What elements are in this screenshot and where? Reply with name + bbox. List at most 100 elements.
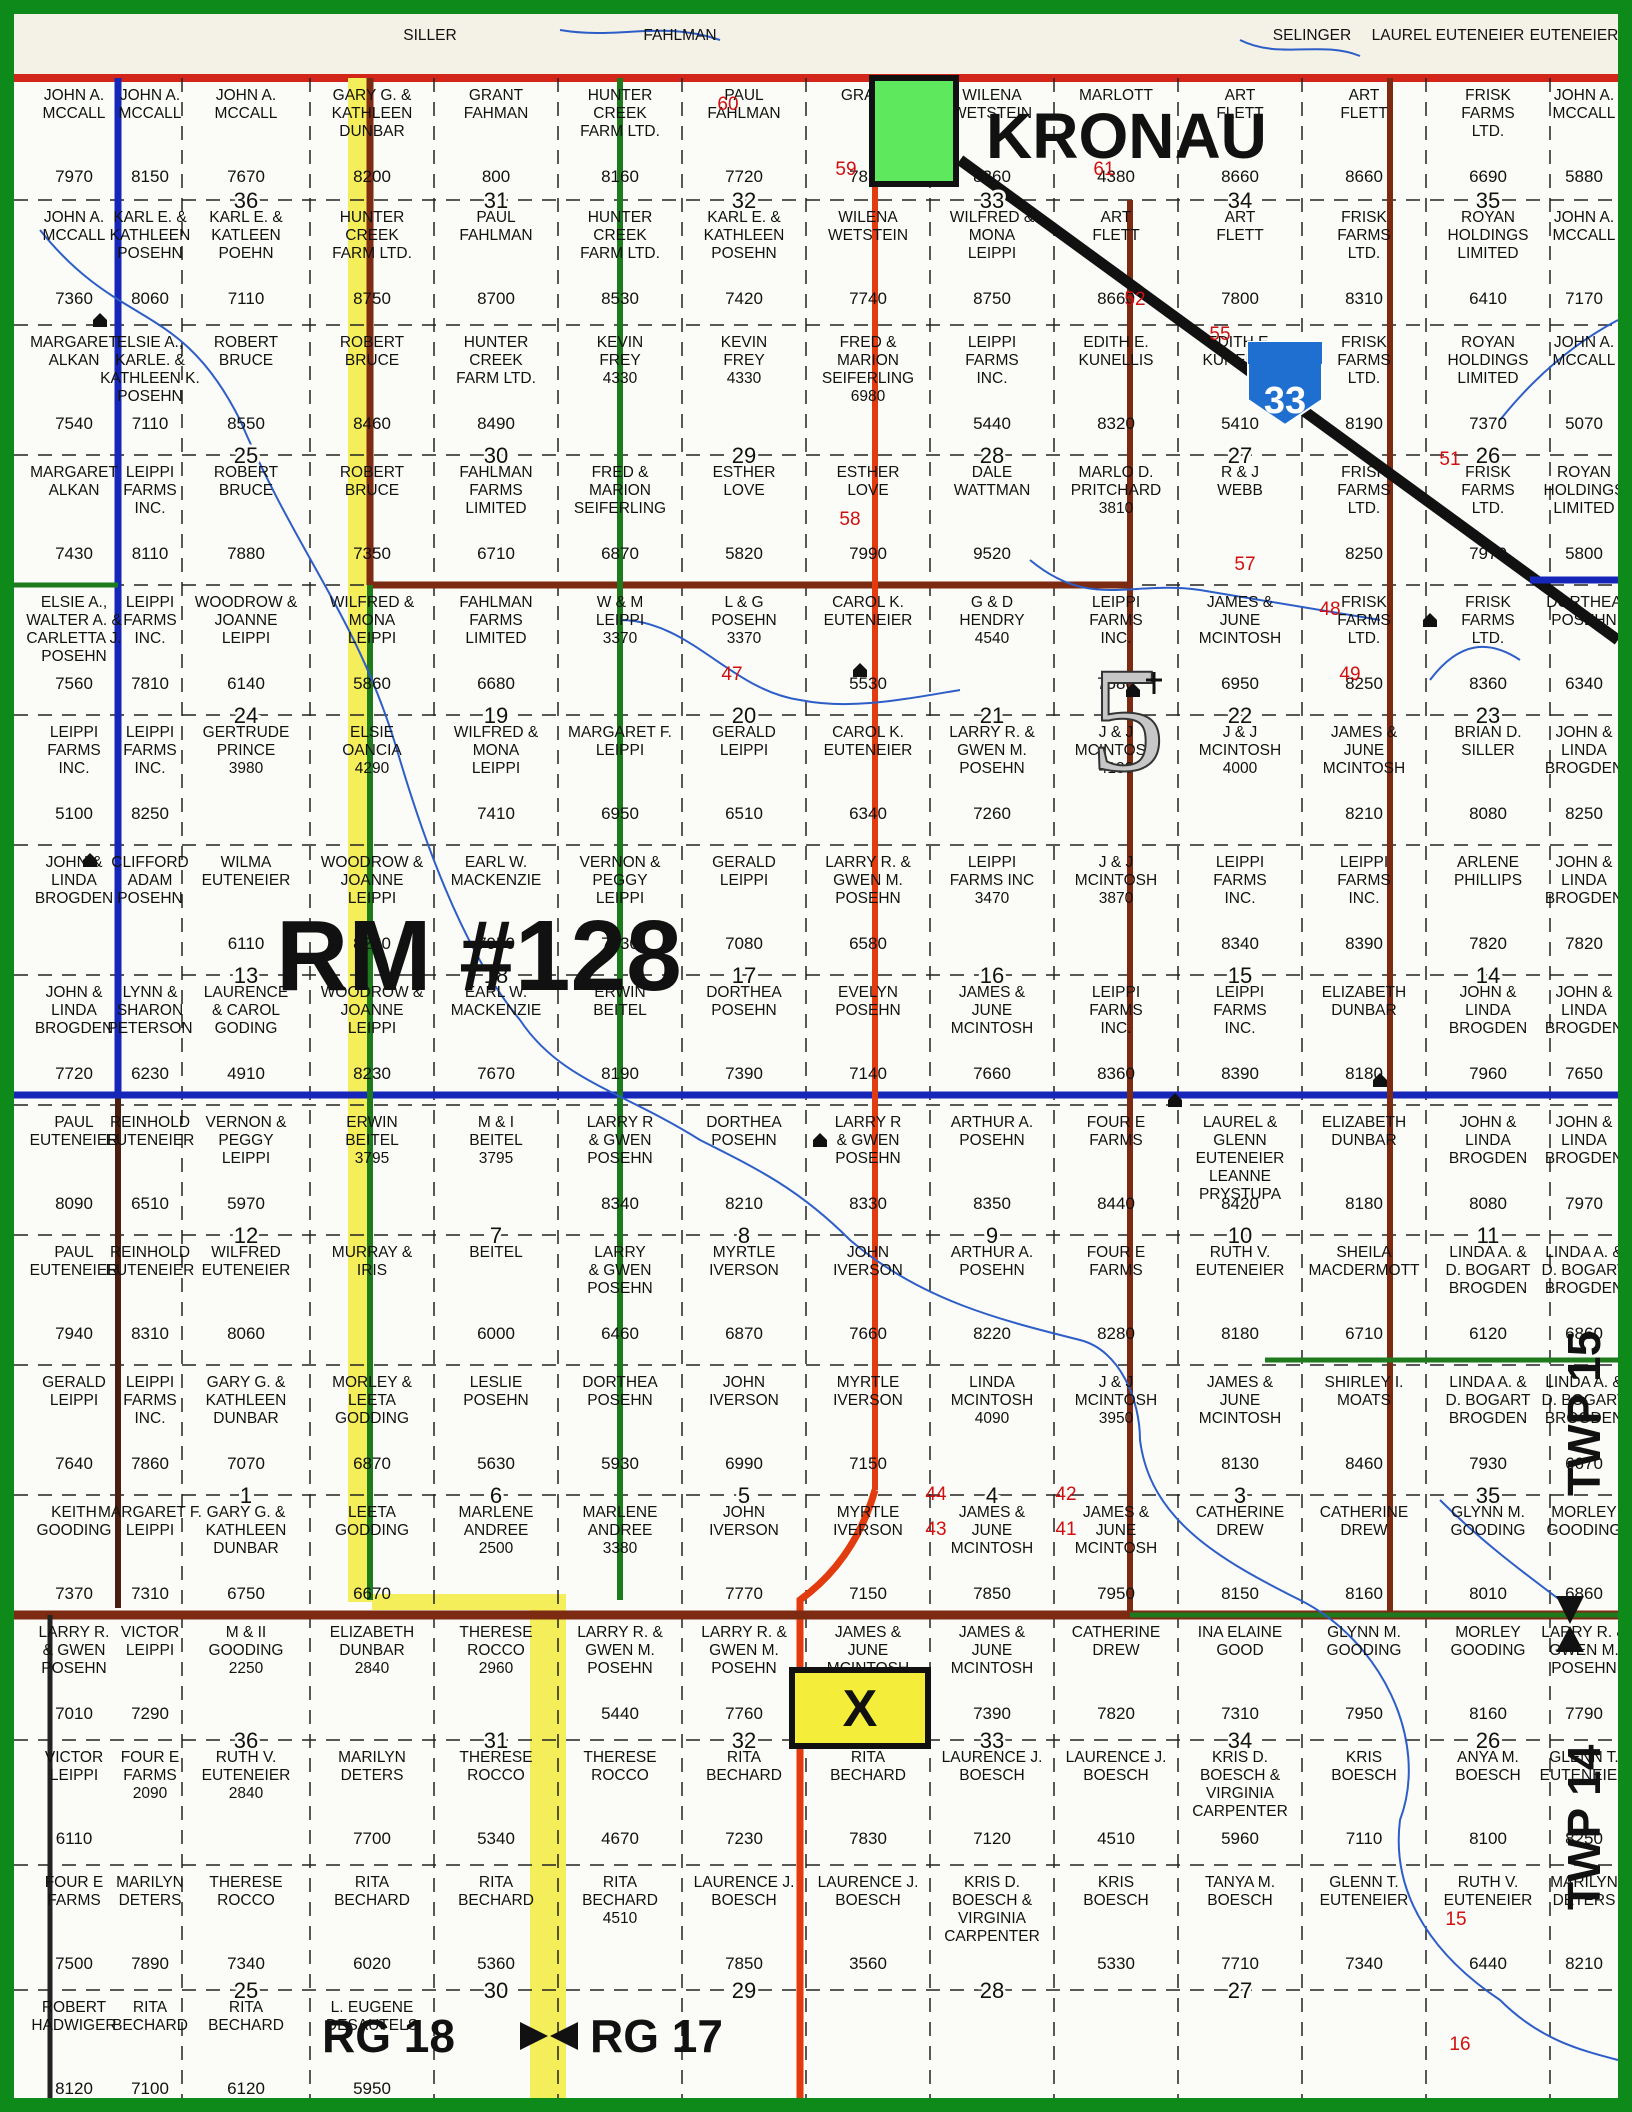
parcel-owner-name: FARM LTD. — [332, 245, 412, 262]
parcel-owner-name: 3795 — [479, 1150, 513, 1167]
parcel-acreage: 8250 — [1565, 804, 1603, 823]
parcel-owner-name: LARRY R. & — [949, 724, 1035, 741]
parcel-owner-name: PEGGY — [218, 1132, 273, 1149]
parcel-owner-name: VERNON & — [580, 854, 662, 871]
parcel-owner-name: SEIFERLING — [822, 370, 914, 387]
parcel-owner-name: EDITH E. — [1083, 334, 1148, 351]
road-number: 59 — [835, 159, 856, 180]
parcel-owner-name: MARGARET F. — [98, 1504, 202, 1521]
parcel-owner-name: VIRGINIA — [1206, 1785, 1275, 1802]
section-number: 25 — [234, 443, 258, 468]
parcel-owner-name: BOESCH — [711, 1892, 776, 1909]
parcel-owner-name: SHIRLEY I. — [1325, 1374, 1404, 1391]
parcel-owner-name: HADWIGER — [31, 2017, 116, 2034]
parcel-acreage: 7110 — [1346, 1829, 1383, 1848]
parcel-acreage: 7820 — [1469, 934, 1507, 953]
parcel-owner-name: IVERSON — [833, 1392, 903, 1409]
parcel-acreage: 8160 — [1469, 1704, 1507, 1723]
section-number: 32 — [732, 188, 756, 213]
parcel-owner-name: INC. — [977, 370, 1008, 387]
parcel-owner-name: JOHN & — [1460, 984, 1518, 1001]
parcel-acreage: 6950 — [1221, 674, 1259, 693]
parcel-acreage: 7720 — [725, 167, 763, 186]
parcel-owner-name: POSEHN — [711, 245, 776, 262]
parcel-owner-name: WETSTEIN — [828, 227, 908, 244]
parcel-owner-name: LIMITED — [1457, 370, 1518, 387]
parcel-owner-name: MACDERMOTT — [1308, 1262, 1420, 1279]
parcel-acreage: 7420 — [725, 289, 763, 308]
parcel-owner-name: INC. — [1349, 890, 1380, 907]
parcel-owner-name: MCINTOSH — [1199, 742, 1281, 759]
parcel-acreage: 8100 — [1469, 1829, 1507, 1848]
parcel-owner-name: FARMS — [1089, 1262, 1142, 1279]
section-number: 28 — [980, 1978, 1004, 2003]
parcel-owner-name: LAURENCE J. — [942, 1749, 1043, 1766]
parcel-acreage: 7290 — [131, 1704, 169, 1723]
parcel-owner-name: & GWEN — [589, 1262, 652, 1279]
parcel-owner-name: DORTHEA — [582, 1374, 658, 1391]
parcel-owner-name: ALKAN — [49, 482, 100, 499]
parcel-acreage: 7770 — [725, 1584, 763, 1603]
parcel-owner-name: FARMS — [1461, 482, 1514, 499]
parcel-owner-name: ART — [1225, 209, 1256, 226]
parcel-owner-name: CAROL K. — [832, 594, 904, 611]
parcel-owner-name: CARPENTER — [1192, 1803, 1288, 1820]
road-number: 47 — [721, 664, 742, 685]
parcel-owner-name: GWEN M. — [709, 1642, 779, 1659]
township-divider-arrows — [1556, 1596, 1584, 1652]
parcel-owner-name: MONA — [969, 227, 1016, 244]
road-number: 49 — [1339, 664, 1360, 685]
parcel-owner-name: HUNTER — [464, 334, 529, 351]
parcel-acreage: 7890 — [131, 1954, 169, 1973]
parcel-acreage: 5340 — [477, 1829, 515, 1848]
parcel-acreage: 8340 — [601, 1194, 639, 1213]
boundary-lines — [14, 78, 1618, 2098]
section-number: 35 — [1476, 1483, 1500, 1508]
parcel-owner-name: DREW — [1092, 1642, 1140, 1659]
parcel-owner-name: R & J — [1221, 464, 1259, 481]
parcel-acreage: 7970 — [1565, 1194, 1603, 1213]
parcel-owner-name: HOLDINGS — [1448, 352, 1529, 369]
parcel-owner-name: RITA — [851, 1749, 886, 1766]
parcel-owner-name: LARRY R — [835, 1114, 902, 1131]
range-divider-arrows — [520, 2022, 578, 2050]
parcel-owner-name: 4330 — [603, 370, 638, 387]
section-number: 19 — [484, 703, 508, 728]
parcel-owner-name: DORTHEA — [706, 984, 782, 1001]
parcel-owner-name: PETERSON — [107, 1020, 192, 1037]
parcel-acreage: 5440 — [973, 414, 1011, 433]
parcel-owner-name: GERALD — [712, 724, 776, 741]
parcel-owner-name: EUTENEIER — [1444, 1892, 1533, 1909]
parcel-owner-name: GWEN M. — [585, 1642, 655, 1659]
parcel-owner-name: FAHLMAN — [459, 227, 532, 244]
parcel-acreage: 8660 — [1221, 167, 1259, 186]
parcel-owner-name: IRIS — [357, 1262, 387, 1279]
parcel-acreage: 7800 — [1221, 289, 1259, 308]
parcel-owner-name: JOANNE — [341, 1002, 404, 1019]
parcel-acreage: 7960 — [1469, 1064, 1507, 1083]
parcel-acreage: 5950 — [353, 2079, 391, 2098]
parcel-owner-name: ARTHUR A. — [951, 1244, 1033, 1261]
section-number: 6 — [490, 1483, 502, 1508]
parcel-owner-name: INC. — [135, 1410, 166, 1427]
parcel-owner-name: MCCALL — [215, 105, 278, 122]
parcel-owner-name: RITA — [229, 1999, 264, 2016]
parcel-owner-name: WALTER A. & — [26, 612, 122, 629]
parcel-owner-name: IVERSON — [709, 1392, 779, 1409]
section-number: 34 — [1228, 188, 1252, 213]
parcel-owner-name: FOUR E — [45, 1874, 104, 1891]
parcel-owner-name: PAUL — [476, 209, 516, 226]
parcel-acreage: 8190 — [601, 1064, 639, 1083]
parcel-acreage: 7970 — [1469, 544, 1507, 563]
parcel-acreage: 6110 — [228, 934, 265, 953]
parcel-acreage: 7500 — [55, 1954, 93, 1973]
township-label-south: TWP 14 — [1558, 1744, 1610, 1910]
parcel-owner-name: RITA — [133, 1999, 168, 2016]
township-label-north: TWP 15 — [1558, 1331, 1610, 1496]
road-number: 60 — [717, 94, 738, 115]
parcel-owner-name: JUNE — [1096, 1522, 1136, 1539]
road-number: 44 — [925, 1484, 947, 1505]
parcel-owner-name: POSEHN — [587, 1392, 652, 1409]
parcel-owner-name: FARMS — [1337, 872, 1390, 889]
parcel-owner-name: HOLDINGS — [1544, 482, 1618, 499]
